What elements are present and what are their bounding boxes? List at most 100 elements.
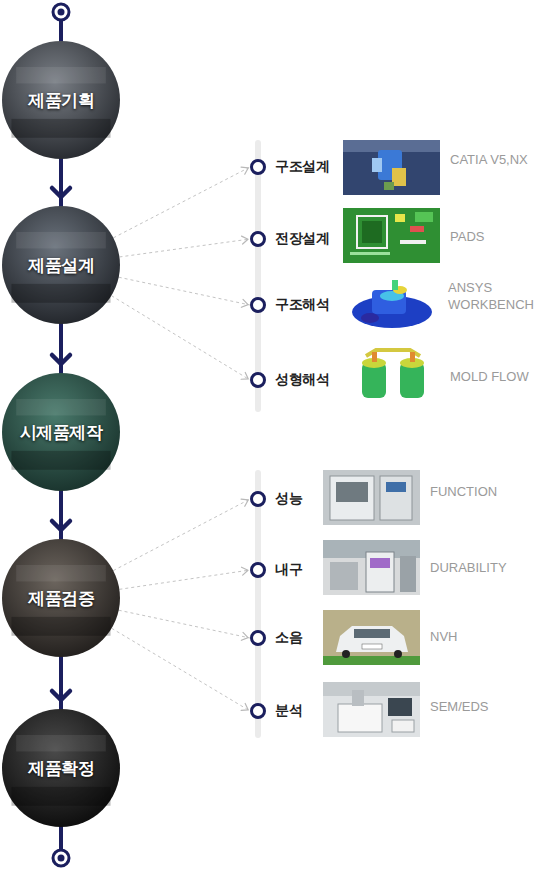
arrow-head bbox=[241, 703, 248, 710]
item-title: 소음 bbox=[275, 629, 302, 647]
tool-label: SEM/EDS bbox=[430, 699, 489, 716]
tool-label: PADS bbox=[450, 229, 484, 246]
stage-title: 제품설계 bbox=[28, 254, 94, 277]
stage-photo-detail bbox=[11, 451, 110, 470]
item-title: 성형해석 bbox=[275, 371, 330, 389]
sub-item: 내구 bbox=[250, 559, 306, 581]
bullet-dot bbox=[250, 297, 266, 313]
item-title: 성능 bbox=[275, 490, 302, 508]
stage-title: 제품기획 bbox=[28, 89, 94, 112]
stage-photo-fill bbox=[2, 206, 120, 324]
tool-label: CATIA V5,NX bbox=[450, 152, 528, 169]
sub-item: 구조해석 bbox=[250, 294, 334, 316]
dashed-line bbox=[111, 296, 250, 380]
item-title: 전장설계 bbox=[275, 230, 330, 248]
stage-photo-detail bbox=[16, 565, 106, 582]
arrow-head bbox=[242, 236, 248, 244]
stage-title: 제품확정 bbox=[28, 757, 94, 780]
item-title: 구조해석 bbox=[275, 296, 330, 314]
bullet-dot bbox=[250, 231, 266, 247]
bullet-dot bbox=[250, 372, 266, 388]
sub-item: 전장설계 bbox=[250, 228, 334, 250]
dashed-connector bbox=[119, 567, 250, 589]
stage-photo-detail bbox=[16, 735, 106, 752]
arrow-head bbox=[241, 299, 248, 307]
bullet-dot bbox=[250, 159, 266, 175]
timeline-end-dot bbox=[58, 855, 65, 862]
dashed-connector bbox=[113, 499, 250, 571]
stage-photo-fill bbox=[2, 41, 120, 159]
stage-photo-detail bbox=[16, 399, 106, 416]
stage-arrow bbox=[52, 324, 70, 373]
chevron-head bbox=[52, 355, 70, 364]
stage-circle: 제품검증 bbox=[2, 539, 120, 657]
stage-circle: 제품설계 bbox=[2, 206, 120, 324]
stage-photo-detail bbox=[11, 617, 110, 636]
stage-photo-detail bbox=[11, 284, 110, 303]
bullet-dot bbox=[250, 703, 266, 719]
stage-arrow bbox=[52, 159, 70, 206]
bullet-dot bbox=[250, 562, 266, 578]
stage-arrow bbox=[52, 657, 70, 709]
stage-photo-detail bbox=[16, 67, 106, 84]
sub-item: 성능 bbox=[250, 488, 306, 510]
stage-circle: 제품기획 bbox=[2, 41, 120, 159]
stage-photo-fill bbox=[2, 709, 120, 827]
arrow-head bbox=[241, 499, 248, 506]
stage-photo-fill bbox=[2, 373, 120, 491]
stage-photo-fill bbox=[2, 539, 120, 657]
bullet-dot bbox=[250, 491, 266, 507]
chevron-head bbox=[52, 691, 70, 700]
sub-item: 구조설계 bbox=[250, 156, 334, 178]
arrow-head bbox=[242, 567, 249, 575]
function-photo bbox=[323, 470, 420, 525]
sub-item: 분석 bbox=[250, 700, 306, 722]
dashed-line bbox=[119, 570, 250, 589]
group-bar bbox=[255, 470, 261, 738]
arrow-head bbox=[241, 167, 248, 174]
durability-photo bbox=[323, 540, 420, 595]
tool-label: DURABILITY bbox=[430, 560, 507, 577]
tool-label: MOLD FLOW bbox=[450, 369, 529, 386]
tool-label: ANSYS WORKBENCH bbox=[448, 280, 536, 314]
dashed-line bbox=[113, 167, 250, 238]
stage-photo-detail bbox=[16, 232, 106, 249]
timeline-end-mark bbox=[53, 850, 69, 866]
stage-photo-detail bbox=[11, 119, 110, 138]
item-title: 구조설계 bbox=[275, 158, 330, 176]
dashed-connector bbox=[111, 296, 250, 380]
sem-photo bbox=[323, 682, 420, 737]
tool-label: NVH bbox=[430, 629, 457, 646]
dashed-connector bbox=[119, 236, 250, 257]
dashed-line bbox=[119, 239, 250, 257]
dashed-connector bbox=[119, 610, 250, 640]
stage-arrow bbox=[52, 491, 70, 539]
dashed-line bbox=[119, 610, 250, 638]
pads-thumbnail bbox=[343, 208, 440, 263]
timeline-start-mark bbox=[53, 4, 69, 20]
bullet-dot bbox=[250, 630, 266, 646]
tool-label: FUNCTION bbox=[430, 484, 497, 501]
dashed-connector bbox=[119, 277, 250, 307]
chevron-head bbox=[52, 188, 70, 197]
sub-item: 소음 bbox=[250, 627, 306, 649]
stage-title: 제품검증 bbox=[28, 587, 94, 610]
timeline-start-dot bbox=[58, 9, 65, 16]
sub-item: 성형해석 bbox=[250, 369, 334, 391]
dashed-connector bbox=[112, 628, 250, 711]
arrow-head bbox=[241, 632, 248, 640]
moldflow-thumbnail bbox=[362, 350, 424, 398]
catia-thumbnail bbox=[343, 140, 440, 195]
item-title: 내구 bbox=[275, 561, 302, 579]
stage-circle: 제품확정 bbox=[2, 709, 120, 827]
dashed-connector bbox=[113, 167, 250, 238]
dashed-line bbox=[113, 499, 250, 571]
arrow-head bbox=[241, 372, 248, 379]
stage-photo-detail bbox=[11, 787, 110, 806]
dashed-line bbox=[112, 628, 250, 711]
stage-title: 시제품제작 bbox=[20, 421, 103, 444]
item-title: 분석 bbox=[275, 702, 302, 720]
chevron-head bbox=[52, 521, 70, 530]
nvh-photo bbox=[323, 610, 420, 665]
